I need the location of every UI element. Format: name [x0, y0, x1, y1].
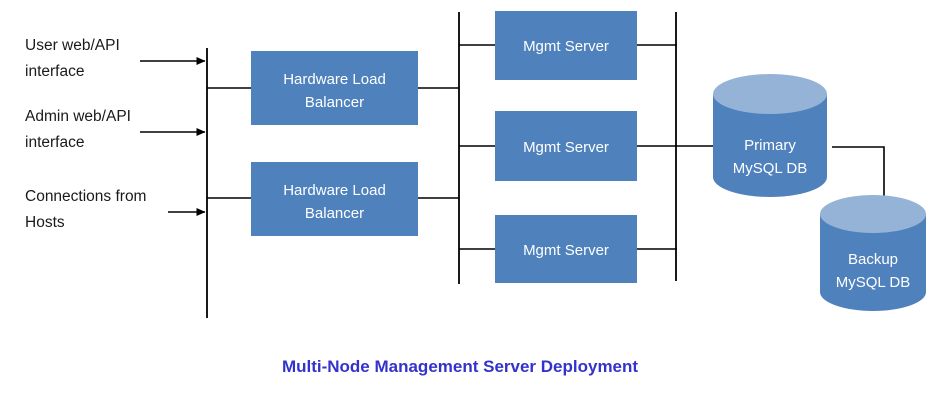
input-label-hosts: Connections from Hosts	[25, 188, 146, 231]
mgmt-server-1[interactable]: Mgmt Server	[495, 11, 637, 80]
load-balancer-1[interactable]: Hardware Load Balancer	[251, 51, 418, 125]
backup-mysql-db-label-line2: MySQL DB	[836, 274, 910, 291]
primary-mysql-db-top	[713, 74, 827, 114]
mgmt-server-1-box[interactable]	[495, 11, 637, 80]
input-label-hosts-line1: Connections from	[25, 188, 146, 205]
input-label-hosts-line2: Hosts	[25, 214, 65, 231]
load-balancer-1-box[interactable]	[251, 51, 418, 125]
mgmt-server-3-box[interactable]	[495, 215, 637, 283]
load-balancer-2[interactable]: Hardware Load Balancer	[251, 162, 418, 236]
backup-mysql-db-label-line1: Backup	[848, 251, 898, 268]
mgmt-server-1-label: Mgmt Server	[523, 38, 609, 55]
mgmt-server-3-label: Mgmt Server	[523, 242, 609, 259]
primary-mysql-db[interactable]: Primary MySQL DB	[713, 74, 827, 197]
load-balancer-2-label-line1: Hardware Load	[283, 182, 386, 199]
backup-mysql-db-top	[820, 195, 926, 233]
backup-mysql-db-body[interactable]	[820, 214, 926, 311]
load-balancer-1-label-line1: Hardware Load	[283, 71, 386, 88]
mgmt-server-2[interactable]: Mgmt Server	[495, 111, 637, 181]
input-label-user-line2: interface	[25, 63, 84, 80]
mgmt-server-2-label: Mgmt Server	[523, 139, 609, 156]
load-balancer-2-label-line2: Balancer	[305, 205, 364, 222]
page-title: Multi-Node Management Server Deployment	[282, 357, 638, 376]
primary-mysql-db-label-line2: MySQL DB	[733, 160, 807, 177]
input-label-user-line1: User web/API	[25, 37, 120, 54]
mgmt-server-2-box[interactable]	[495, 111, 637, 181]
connector-primary-db-to-backup-db	[832, 146, 885, 214]
input-label-admin-line1: Admin web/API	[25, 108, 131, 125]
primary-mysql-db-body[interactable]	[713, 94, 827, 197]
primary-mysql-db-label-line1: Primary	[744, 137, 796, 154]
backup-mysql-db[interactable]: Backup MySQL DB	[820, 195, 926, 311]
mgmt-server-3[interactable]: Mgmt Server	[495, 215, 637, 283]
load-balancer-2-box[interactable]	[251, 162, 418, 236]
load-balancer-1-label-line2: Balancer	[305, 94, 364, 111]
input-label-user: User web/API interface	[25, 37, 120, 80]
input-label-admin: Admin web/API interface	[25, 108, 131, 151]
input-label-admin-line2: interface	[25, 134, 84, 151]
